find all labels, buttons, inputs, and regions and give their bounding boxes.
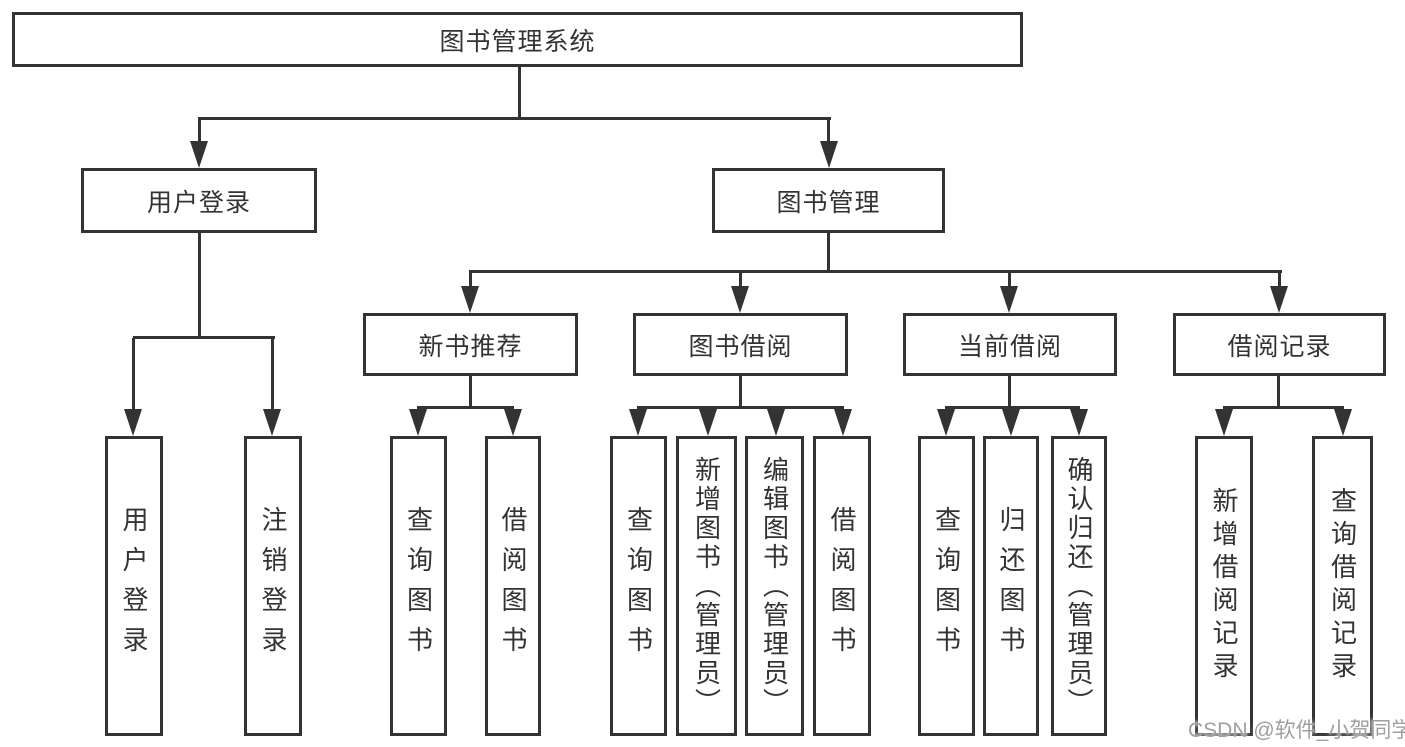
leaf-bb-borrow-book: 借阅图书 [813, 436, 871, 736]
node-label: 查询图书 [623, 506, 654, 666]
connector-line [827, 119, 830, 146]
node-label: 新增图书（管理员） [691, 455, 722, 717]
arrowhead [767, 409, 785, 436]
connector-line [132, 338, 135, 413]
node-label: 用户登录 [146, 188, 251, 217]
node-current-borrowing: 当前借阅 [903, 313, 1117, 376]
node-label: 借阅记录 [1227, 332, 1332, 361]
node-label: 注销登录 [258, 506, 288, 666]
arrowhead [820, 141, 838, 168]
node-label: 编辑图书（管理员） [759, 455, 790, 717]
connector-line [417, 406, 514, 409]
arrowhead [1002, 409, 1020, 436]
connector-line [827, 233, 830, 273]
node-label: 图书管理 [776, 188, 881, 217]
leaf-bb-add-book-admin: 新增图书（管理员） [676, 436, 737, 736]
node-book-borrowing: 图书借阅 [633, 313, 848, 376]
node-label: 用户登录 [119, 506, 149, 666]
connector-line [739, 376, 742, 408]
connector-line [1278, 272, 1281, 290]
leaf-cb-return-book: 归还图书 [983, 436, 1039, 736]
connector-line [469, 376, 472, 408]
arrowhead [1000, 286, 1018, 313]
arrowhead [124, 409, 142, 436]
arrowhead [1215, 409, 1233, 436]
arrowhead [699, 409, 717, 436]
arrowhead [937, 409, 955, 436]
leaf-br-add-record: 新增借阅记录 [1195, 436, 1253, 736]
arrowhead [409, 409, 427, 436]
arrowhead [1270, 286, 1288, 313]
connector-line [198, 117, 831, 120]
arrowhead [263, 409, 281, 436]
node-book-management: 图书管理 [712, 168, 945, 233]
node-label: 查询图书 [403, 506, 434, 666]
connector-line [945, 406, 1080, 409]
node-label: 当前借阅 [957, 332, 1062, 361]
node-new-book-recommend: 新书推荐 [363, 313, 578, 376]
leaf-user-login: 用户登录 [105, 436, 163, 736]
leaf-cb-query-book: 查询图书 [918, 436, 975, 736]
node-label: 新书推荐 [418, 332, 523, 361]
arrowhead [504, 409, 522, 436]
arrowhead [190, 141, 208, 168]
node-label: 借阅图书 [498, 506, 528, 666]
connector-line [469, 272, 472, 290]
leaf-br-query-record: 查询借阅记录 [1312, 436, 1373, 736]
connector-line [133, 336, 275, 339]
arrowhead [461, 286, 479, 313]
connector-line [1008, 272, 1011, 290]
arrowhead [629, 409, 647, 436]
node-label: 确认归还（管理员） [1064, 455, 1094, 717]
arrowhead [1334, 409, 1352, 436]
arrowhead [731, 286, 749, 313]
node-user-login: 用户登录 [81, 168, 317, 233]
connector-line [739, 272, 742, 290]
connector-line [198, 233, 201, 338]
connector-line [1223, 406, 1344, 409]
node-label: 新增借阅记录 [1209, 487, 1239, 685]
node-label: 查询借阅记录 [1327, 487, 1358, 685]
connector-line [637, 406, 844, 409]
connector-line [271, 338, 274, 413]
node-label: 图书借阅 [688, 332, 793, 361]
leaf-rec-borrow-book: 借阅图书 [485, 436, 541, 736]
leaf-logout: 注销登录 [244, 436, 302, 736]
leaf-cb-confirm-return-admin: 确认归还（管理员） [1051, 436, 1107, 736]
connector-line [1277, 376, 1280, 408]
arrowhead [834, 409, 852, 436]
node-label: 查询图书 [931, 506, 962, 666]
node-borrowing-records: 借阅记录 [1173, 313, 1386, 376]
connector-line [198, 119, 201, 146]
node-label: 借阅图书 [827, 506, 857, 666]
arrowhead [1070, 409, 1088, 436]
node-label: 归还图书 [996, 506, 1026, 666]
leaf-rec-query-book: 查询图书 [390, 436, 447, 736]
connector-line [518, 66, 521, 120]
connector-line [1008, 376, 1011, 408]
leaf-bb-query-book: 查询图书 [610, 436, 667, 736]
connector-line [469, 270, 1282, 273]
node-root-library-system: 图书管理系统 [12, 12, 1023, 67]
leaf-bb-edit-book-admin: 编辑图书（管理员） [745, 436, 804, 736]
node-label: 图书管理系统 [439, 27, 596, 56]
watermark: CSDN @软件_小贺同学 [1188, 719, 1405, 742]
